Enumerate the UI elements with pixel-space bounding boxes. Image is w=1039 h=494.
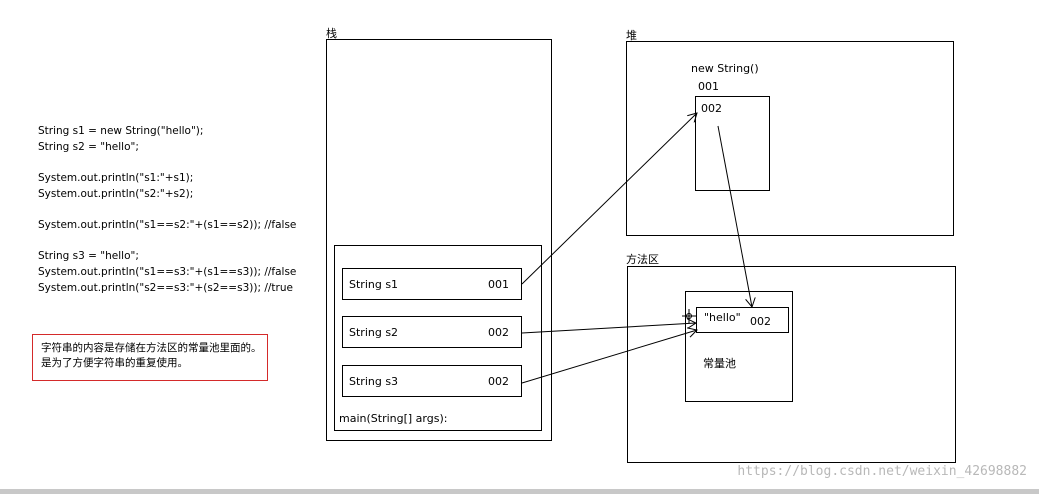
method-area-panel [627,266,956,463]
stack-var-s1: String s1 001 [342,268,522,300]
main-frame [334,245,542,431]
code-line-1: String s1 = new String("hello"); [38,125,204,137]
constant-pool-box [685,291,793,402]
arrow-s2-to-literal [521,323,696,334]
arrow-heap-to-literal [717,125,752,307]
code-line-4: System.out.println("s1:"+s1); [38,172,194,184]
cursor-crosshair-icon [682,309,696,323]
heap-title: 堆 [626,29,637,42]
main-frame-label: main(String[] args): [339,412,448,425]
bottom-scrollbar[interactable] [0,489,1039,494]
arrow-s3-to-literal [521,330,697,384]
stack-panel [326,39,552,441]
hello-literal: "hello" [704,311,741,324]
var-addr: 002 [488,375,509,388]
stack-var-s3: String s3 002 [342,365,522,397]
note-line-1: 字符串的内容是存储在方法区的常量池里面的。 [41,342,262,354]
note-line-2: 是为了方便字符串的重复使用。 [41,357,188,369]
heap-object-label: new String() [691,62,759,75]
var-addr: 002 [488,326,509,339]
heap-inner-value: 002 [701,102,722,115]
stack-title: 栈 [326,27,337,40]
code-line-7: System.out.println("s1==s2:"+(s1==s2)); … [38,219,297,231]
constant-pool-label: 常量池 [703,357,736,370]
heap-object-addr: 001 [698,80,719,93]
var-name: String s2 [349,326,399,339]
stack-var-s2: String s2 002 [342,316,522,348]
heap-object-box [695,96,770,191]
heap-panel [626,41,954,236]
var-name: String s3 [349,375,399,388]
var-name: String s1 [349,278,399,291]
code-line-2: String s2 = "hello"; [38,141,139,153]
hello-literal-addr: 002 [750,315,771,328]
code-line-10: System.out.println("s1==s3:"+(s1==s3)); … [38,266,297,278]
var-addr: 001 [488,278,509,291]
code-line-11: System.out.println("s2==s3:"+(s2==s3)); … [38,282,293,294]
code-line-9: String s3 = "hello"; [38,250,139,262]
arrow-s1-to-heap [521,113,697,285]
method-area-title: 方法区 [626,253,659,266]
code-line-5: System.out.println("s2:"+s2); [38,188,194,200]
watermark: https://blog.csdn.net/weixin_42698882 [737,464,1027,479]
note-box: 字符串的内容是存储在方法区的常量池里面的。 是为了方便字符串的重复使用。 [32,334,268,381]
